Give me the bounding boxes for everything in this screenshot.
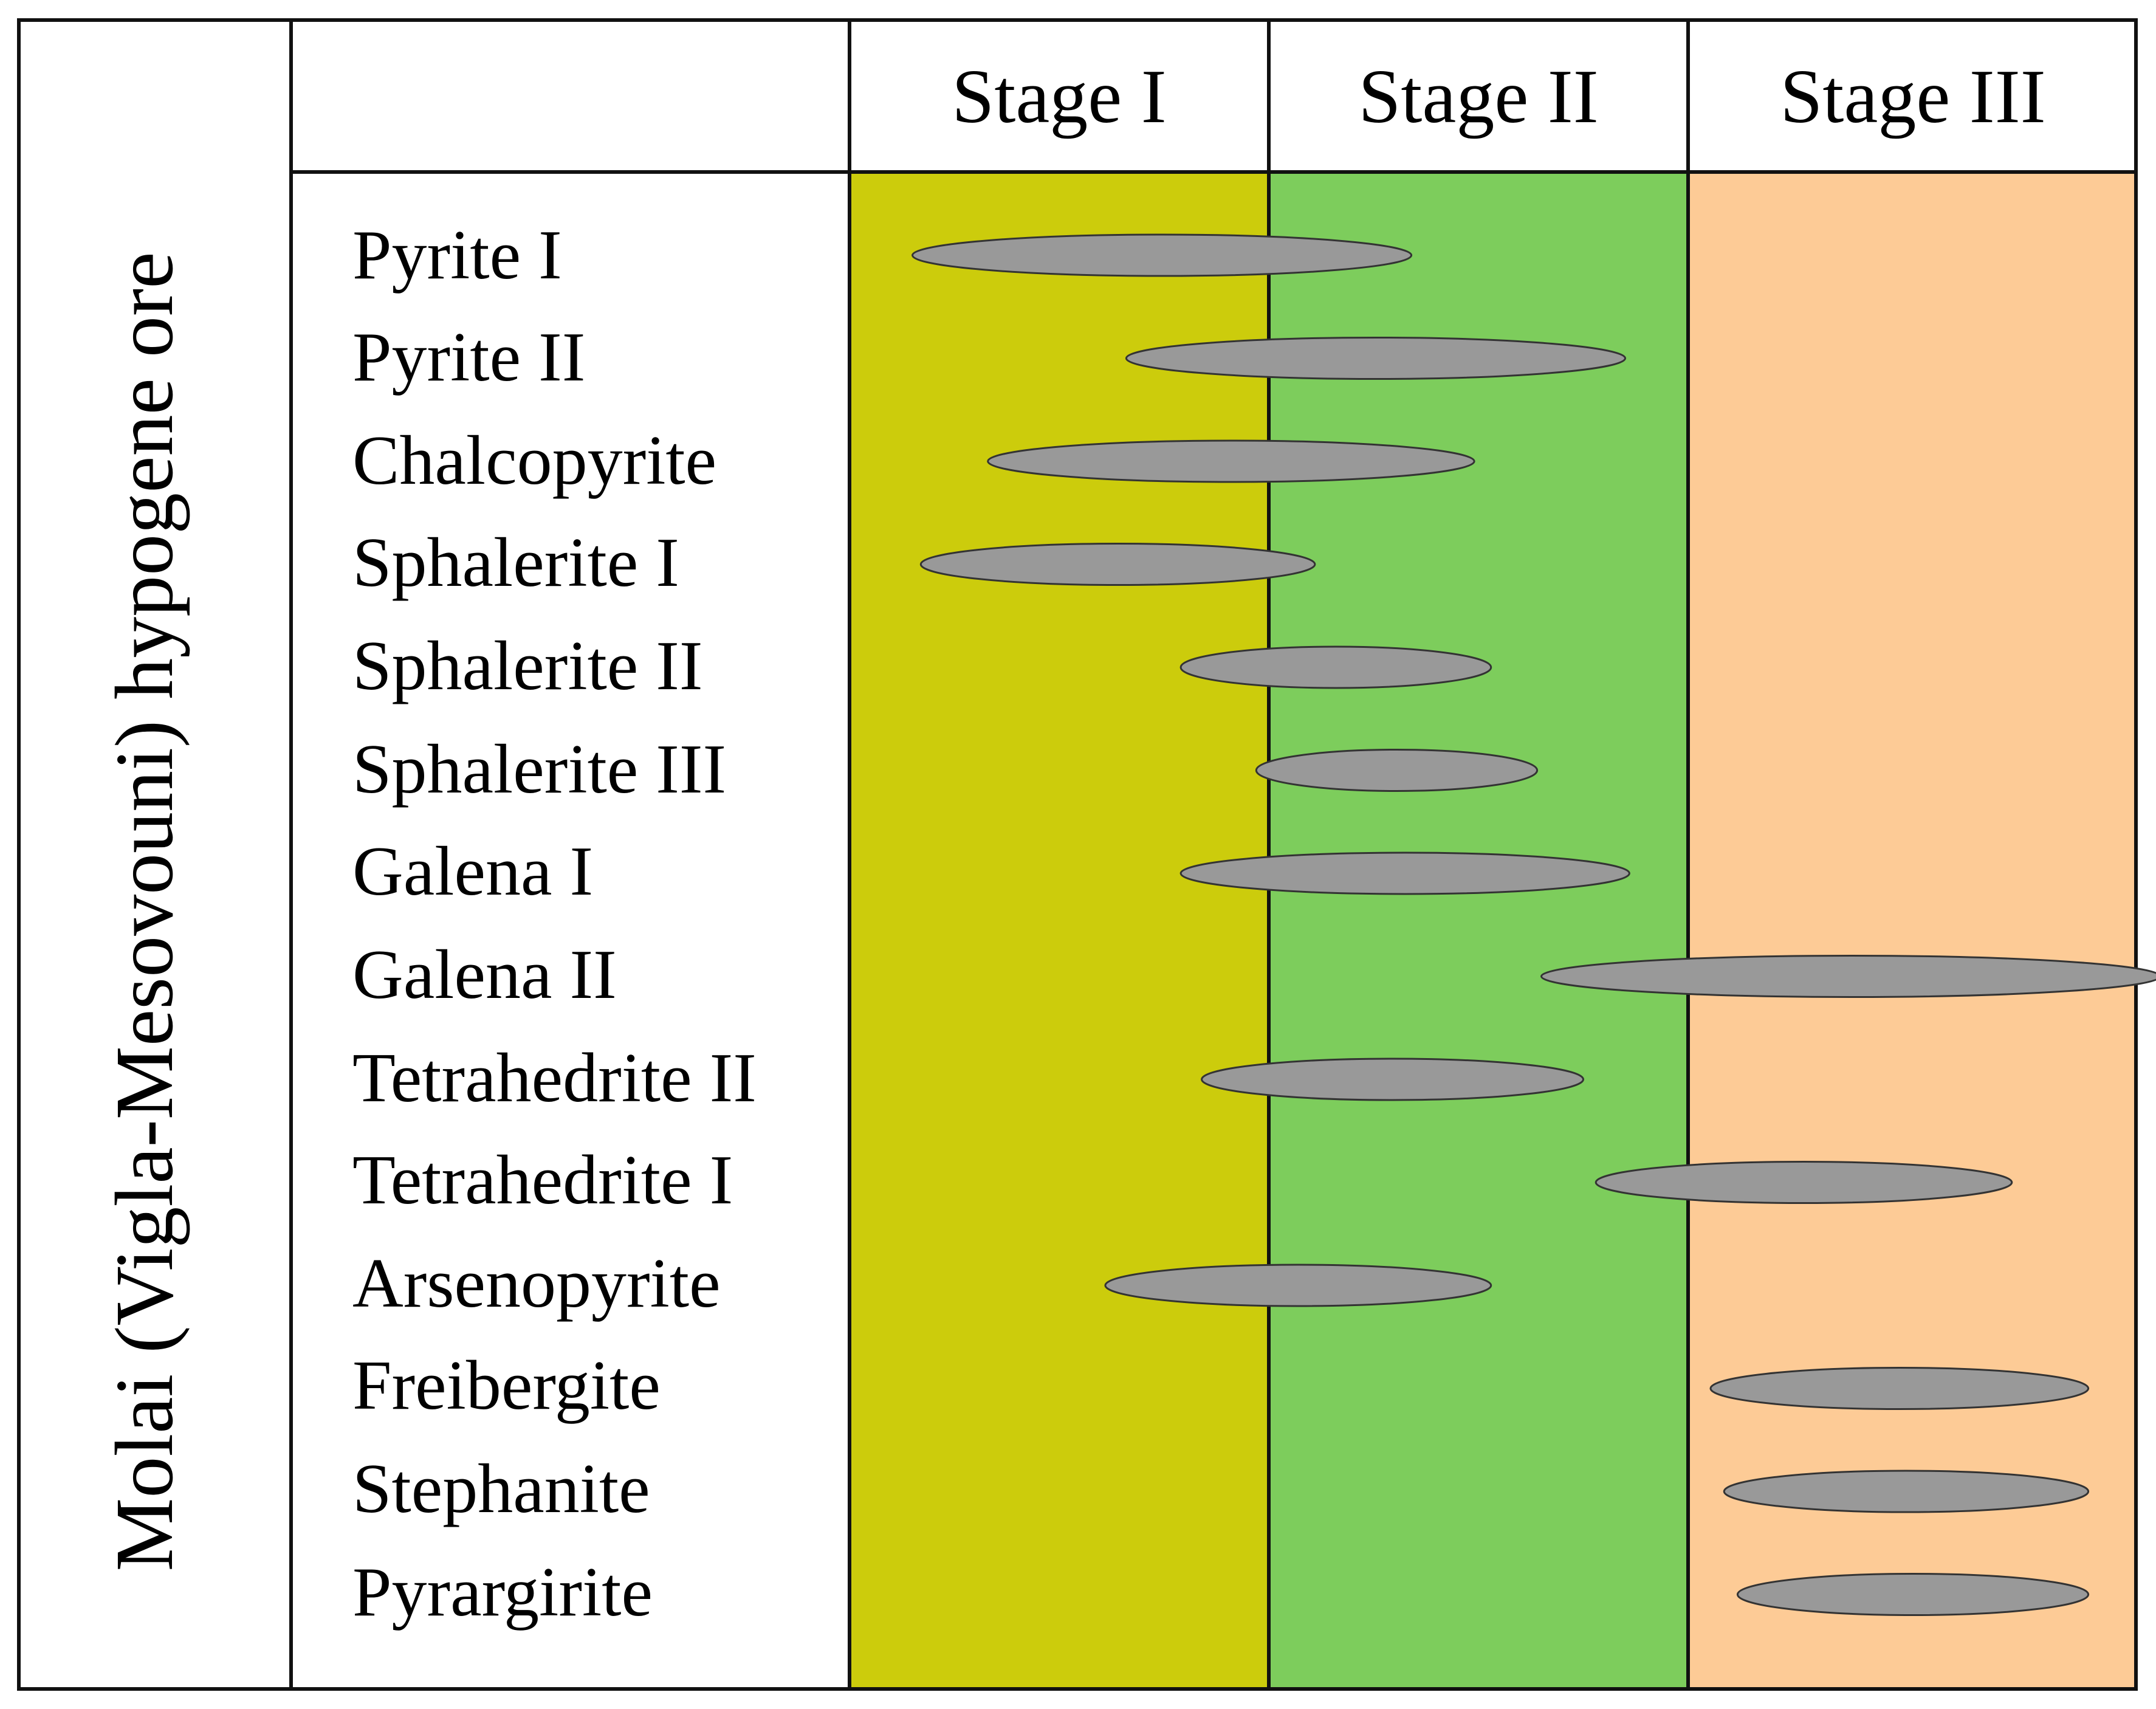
duration-bar xyxy=(1723,1470,2090,1513)
duration-bar xyxy=(911,233,1413,277)
mineral-label: Sphalerite III xyxy=(352,731,727,808)
duration-bar xyxy=(1709,1367,2090,1410)
mineral-label: Pyrite II xyxy=(352,318,586,396)
mineral-label: Galena II xyxy=(352,936,617,1014)
mineral-label: Tetrahedrite I xyxy=(352,1141,733,1219)
stage-3-band xyxy=(1688,174,2138,1691)
stage-1-band xyxy=(850,174,1269,1691)
mineral-label: Arsenopyrite xyxy=(352,1245,721,1322)
duration-bar xyxy=(1255,749,1539,792)
mineral-label: Sphalerite I xyxy=(352,524,679,602)
duration-bar xyxy=(1179,851,1630,895)
mineral-label: Pyrite I xyxy=(352,216,562,294)
stage-divider-2 xyxy=(1267,18,1271,1691)
mineral-label: Tetrahedrite II xyxy=(352,1039,757,1117)
title-column-divider xyxy=(289,18,293,1691)
header-divider xyxy=(289,170,2138,174)
mineral-label: Galena I xyxy=(352,833,594,910)
mineral-label: Sphalerite II xyxy=(352,627,703,705)
mineral-label: Freibergite xyxy=(352,1347,661,1425)
stage-3-header: Stage III xyxy=(1780,55,2046,139)
stage-divider-1 xyxy=(848,18,851,1691)
stage-2-header: Stage II xyxy=(1358,55,1599,139)
mineral-label: Chalcopyrite xyxy=(352,422,717,500)
duration-bar xyxy=(1125,337,1626,380)
stage-1-header: Stage I xyxy=(952,55,1167,139)
duration-bar xyxy=(1595,1161,2013,1204)
mineral-label: Stephanite xyxy=(352,1450,650,1528)
duration-bar xyxy=(919,543,1316,586)
duration-bar xyxy=(987,439,1475,483)
duration-bar xyxy=(1736,1573,2090,1616)
duration-bar xyxy=(1201,1057,1585,1101)
stage-divider-3 xyxy=(1686,18,1690,1691)
stage-2-band xyxy=(1269,174,1688,1691)
mineral-label: Pyrargirite xyxy=(352,1553,653,1631)
duration-bar xyxy=(1540,955,2156,998)
table-frame xyxy=(17,18,2138,1691)
duration-bar xyxy=(1179,645,1492,689)
duration-bar xyxy=(1104,1264,1492,1307)
